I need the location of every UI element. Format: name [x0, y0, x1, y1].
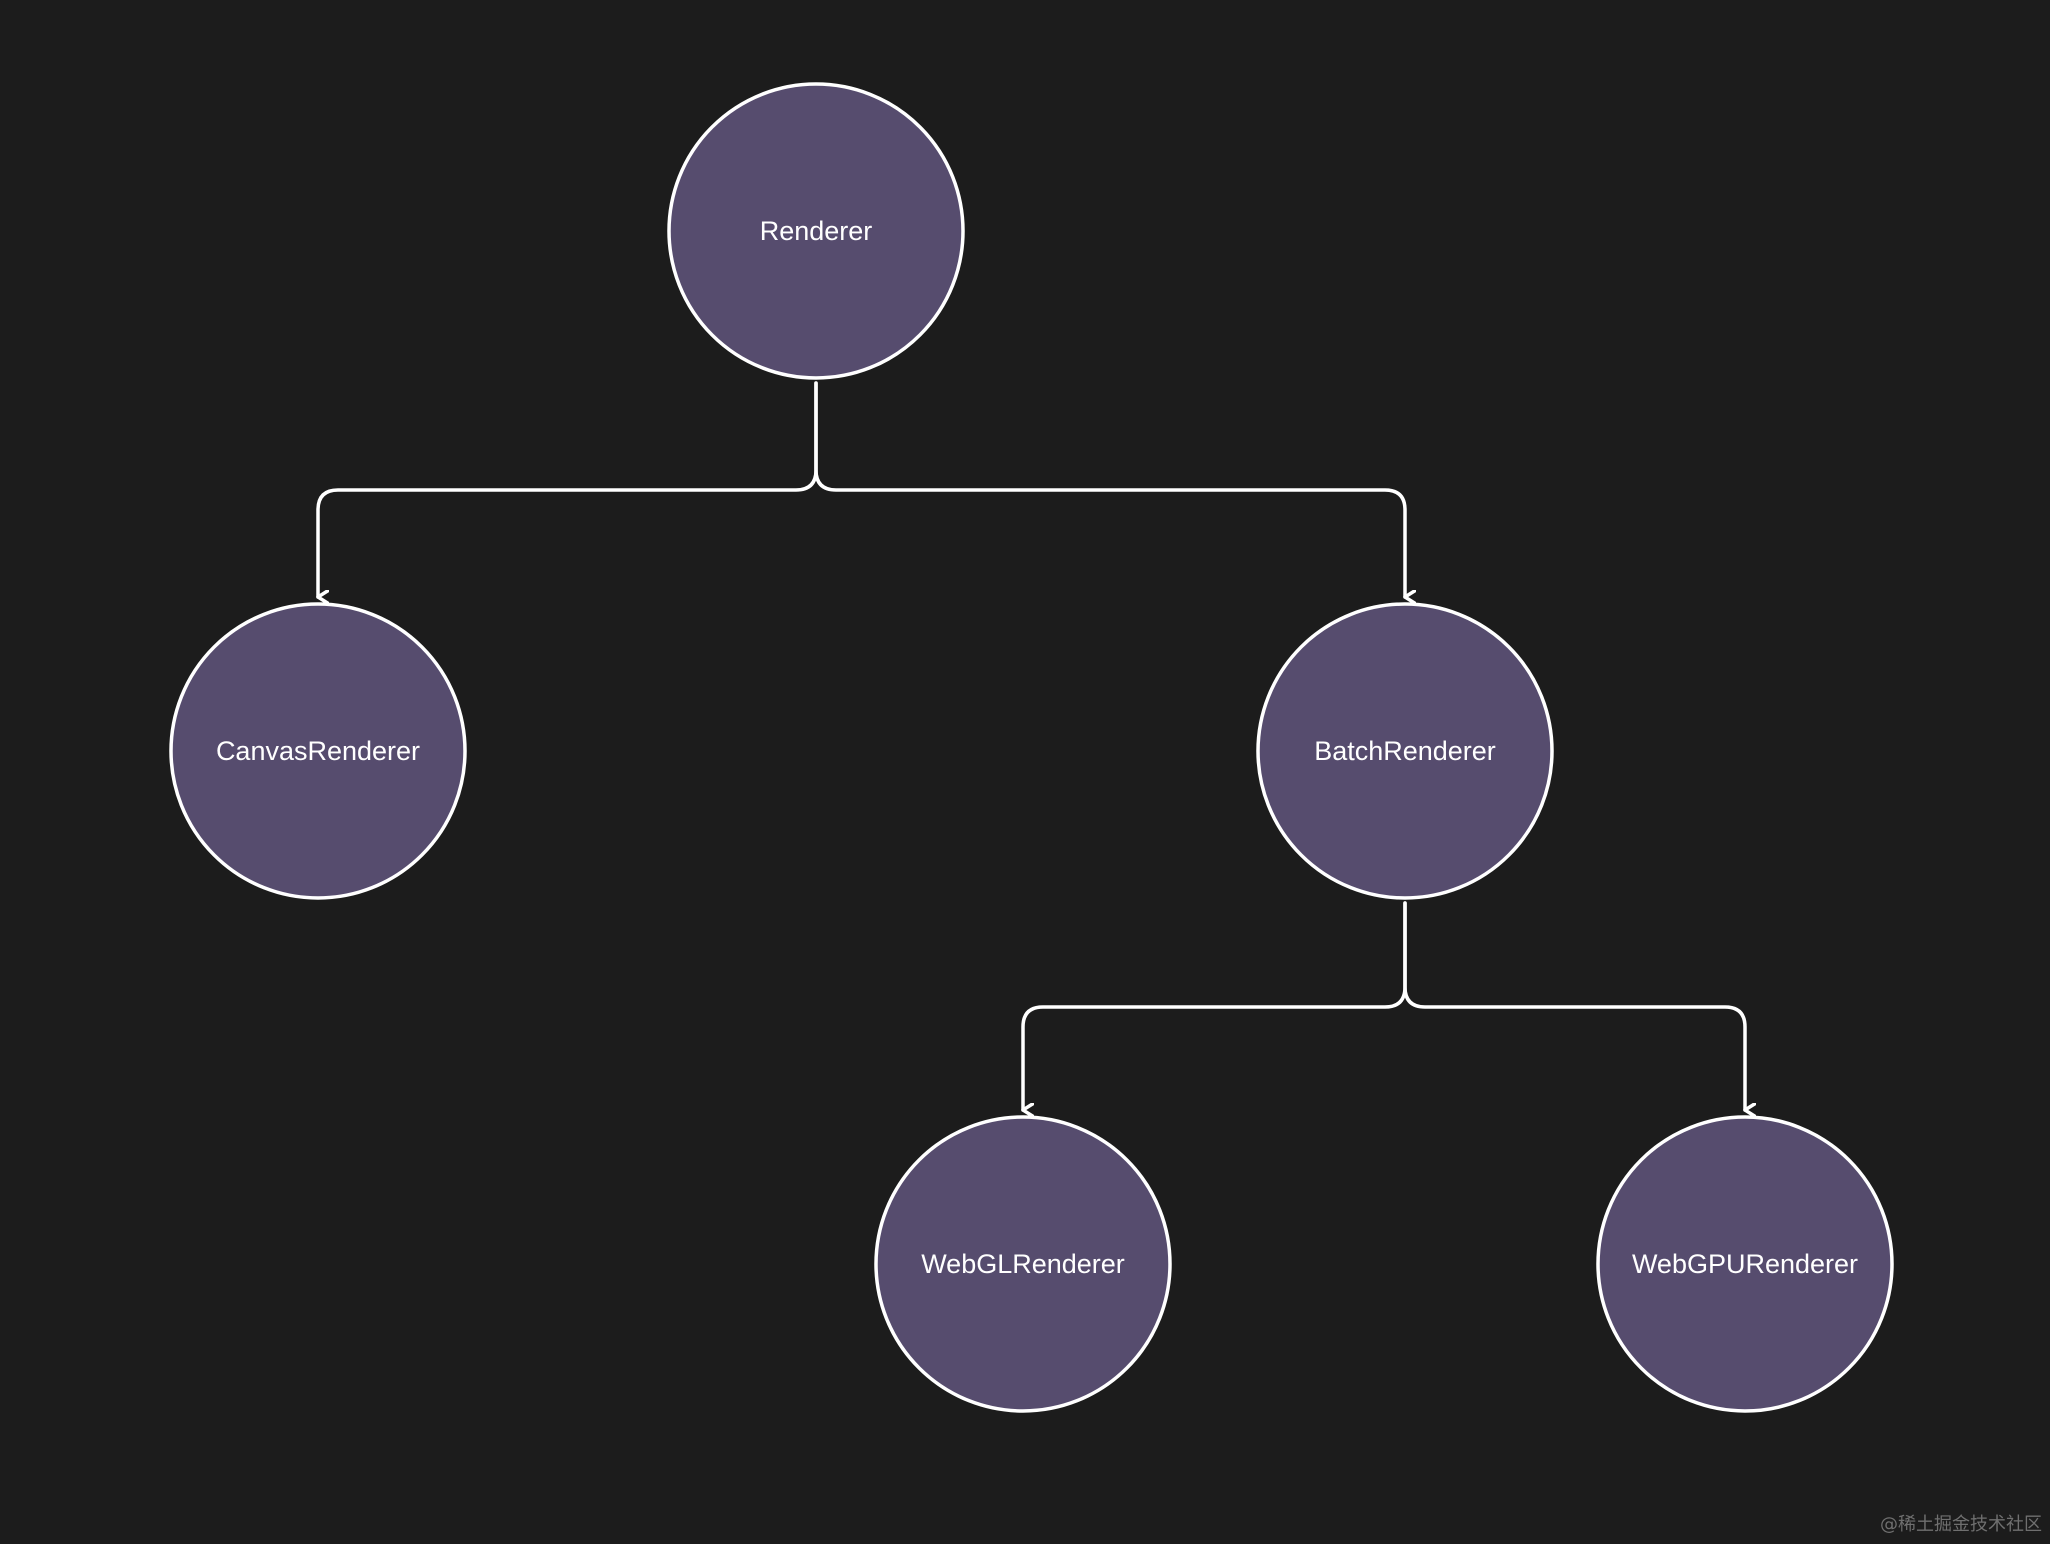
- node-canvasrenderer-label: CanvasRenderer: [216, 736, 420, 766]
- node-webglrenderer-circle: [874, 1115, 1172, 1413]
- edge-renderer-to-batchrenderer: [814, 381, 1405, 597]
- edge-batchrenderer-to-webglrenderer: [1021, 901, 1407, 1110]
- node-renderer: Renderer: [667, 82, 965, 380]
- watermark-text: @稀土掘金技术社区: [1880, 1514, 2042, 1535]
- node-batchrenderer-label: BatchRenderer: [1314, 736, 1496, 766]
- node-webglrenderer-label: WebGLRenderer: [921, 1249, 1125, 1279]
- node-webgpurenderer-label: WebGPURenderer: [1632, 1249, 1858, 1279]
- edge-renderer-to-canvasrenderer: [316, 381, 818, 597]
- node-webgpurenderer: WebGPURenderer: [1596, 1115, 1894, 1413]
- node-renderer-circle: [667, 82, 965, 380]
- node-batchrenderer: BatchRenderer: [1256, 602, 1554, 900]
- node-canvasrenderer: CanvasRenderer: [169, 602, 467, 900]
- node-renderer-label: Renderer: [760, 216, 873, 246]
- node-batchrenderer-circle: [1256, 602, 1554, 900]
- node-webglrenderer: WebGLRenderer: [874, 1115, 1172, 1413]
- node-canvasrenderer-circle: [169, 602, 467, 900]
- edge-batchrenderer-to-webgpurenderer: [1403, 901, 1745, 1110]
- node-webgpurenderer-circle: [1596, 1115, 1894, 1413]
